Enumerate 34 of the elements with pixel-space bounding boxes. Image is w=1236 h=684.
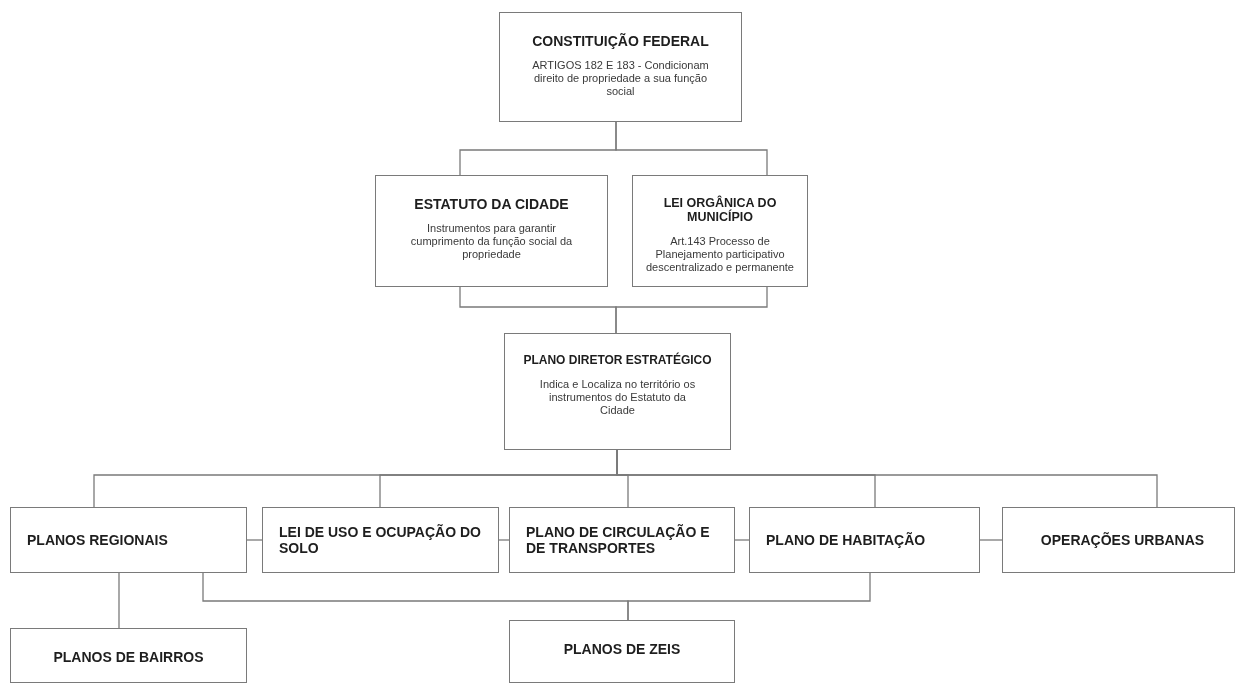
org-box	[499, 12, 742, 122]
connector-line	[615, 286, 768, 334]
org-box	[375, 175, 608, 287]
org-box	[509, 620, 735, 683]
org-box	[10, 507, 247, 573]
box-heading: PLANO DE CIRCULAÇÃO E DE TRANSPORTES	[526, 523, 711, 557]
connector-line	[615, 121, 768, 176]
box-heading: PLANOS DE BAIRROS	[53, 649, 204, 666]
box-heading: PLANOS DE ZEIS	[563, 641, 681, 658]
org-box	[1002, 507, 1235, 573]
box-heading: ESTATUTO DA CIDADE	[414, 196, 569, 213]
box-heading: LEI DE USO E OCUPAÇÃO DO SOLO	[279, 523, 482, 557]
connector-line	[246, 539, 263, 541]
connector-line	[498, 539, 510, 541]
box-heading: PLANO DE HABITAÇÃO	[766, 531, 926, 549]
org-box	[504, 333, 731, 450]
box-heading: LEI ORGÂNICA DO MUNICÍPIO	[662, 196, 778, 225]
box-heading: PLANO DIRETOR ESTRATÉGICO	[523, 354, 712, 368]
connector-line	[979, 539, 1003, 541]
org-box	[10, 628, 247, 683]
connector-line	[627, 572, 871, 621]
connector-line	[118, 572, 120, 629]
box-description: Indica e Localiza no território os instrumentos do Estatuto da Cidade	[538, 377, 697, 418]
box-heading: CONSTITUIÇÃO FEDERAL	[532, 33, 709, 50]
box-description: Instrumentos para garantir cumprimento da função social da propriedade	[409, 222, 574, 262]
box-description: Art.143 Processo de Planejamento participativo descentralizado e permanente	[645, 234, 795, 275]
box-heading: PLANOS REGIONAIS	[27, 531, 168, 549]
org-box	[509, 507, 735, 573]
org-box	[632, 175, 808, 287]
box-heading: OPERAÇÕES URBANAS	[1040, 531, 1205, 549]
connector-line	[734, 539, 750, 541]
org-box	[749, 507, 980, 573]
org-box	[262, 507, 499, 573]
box-description: ARTIGOS 182 E 183 - Condicionam direito de propriedade a sua função social	[531, 59, 710, 99]
